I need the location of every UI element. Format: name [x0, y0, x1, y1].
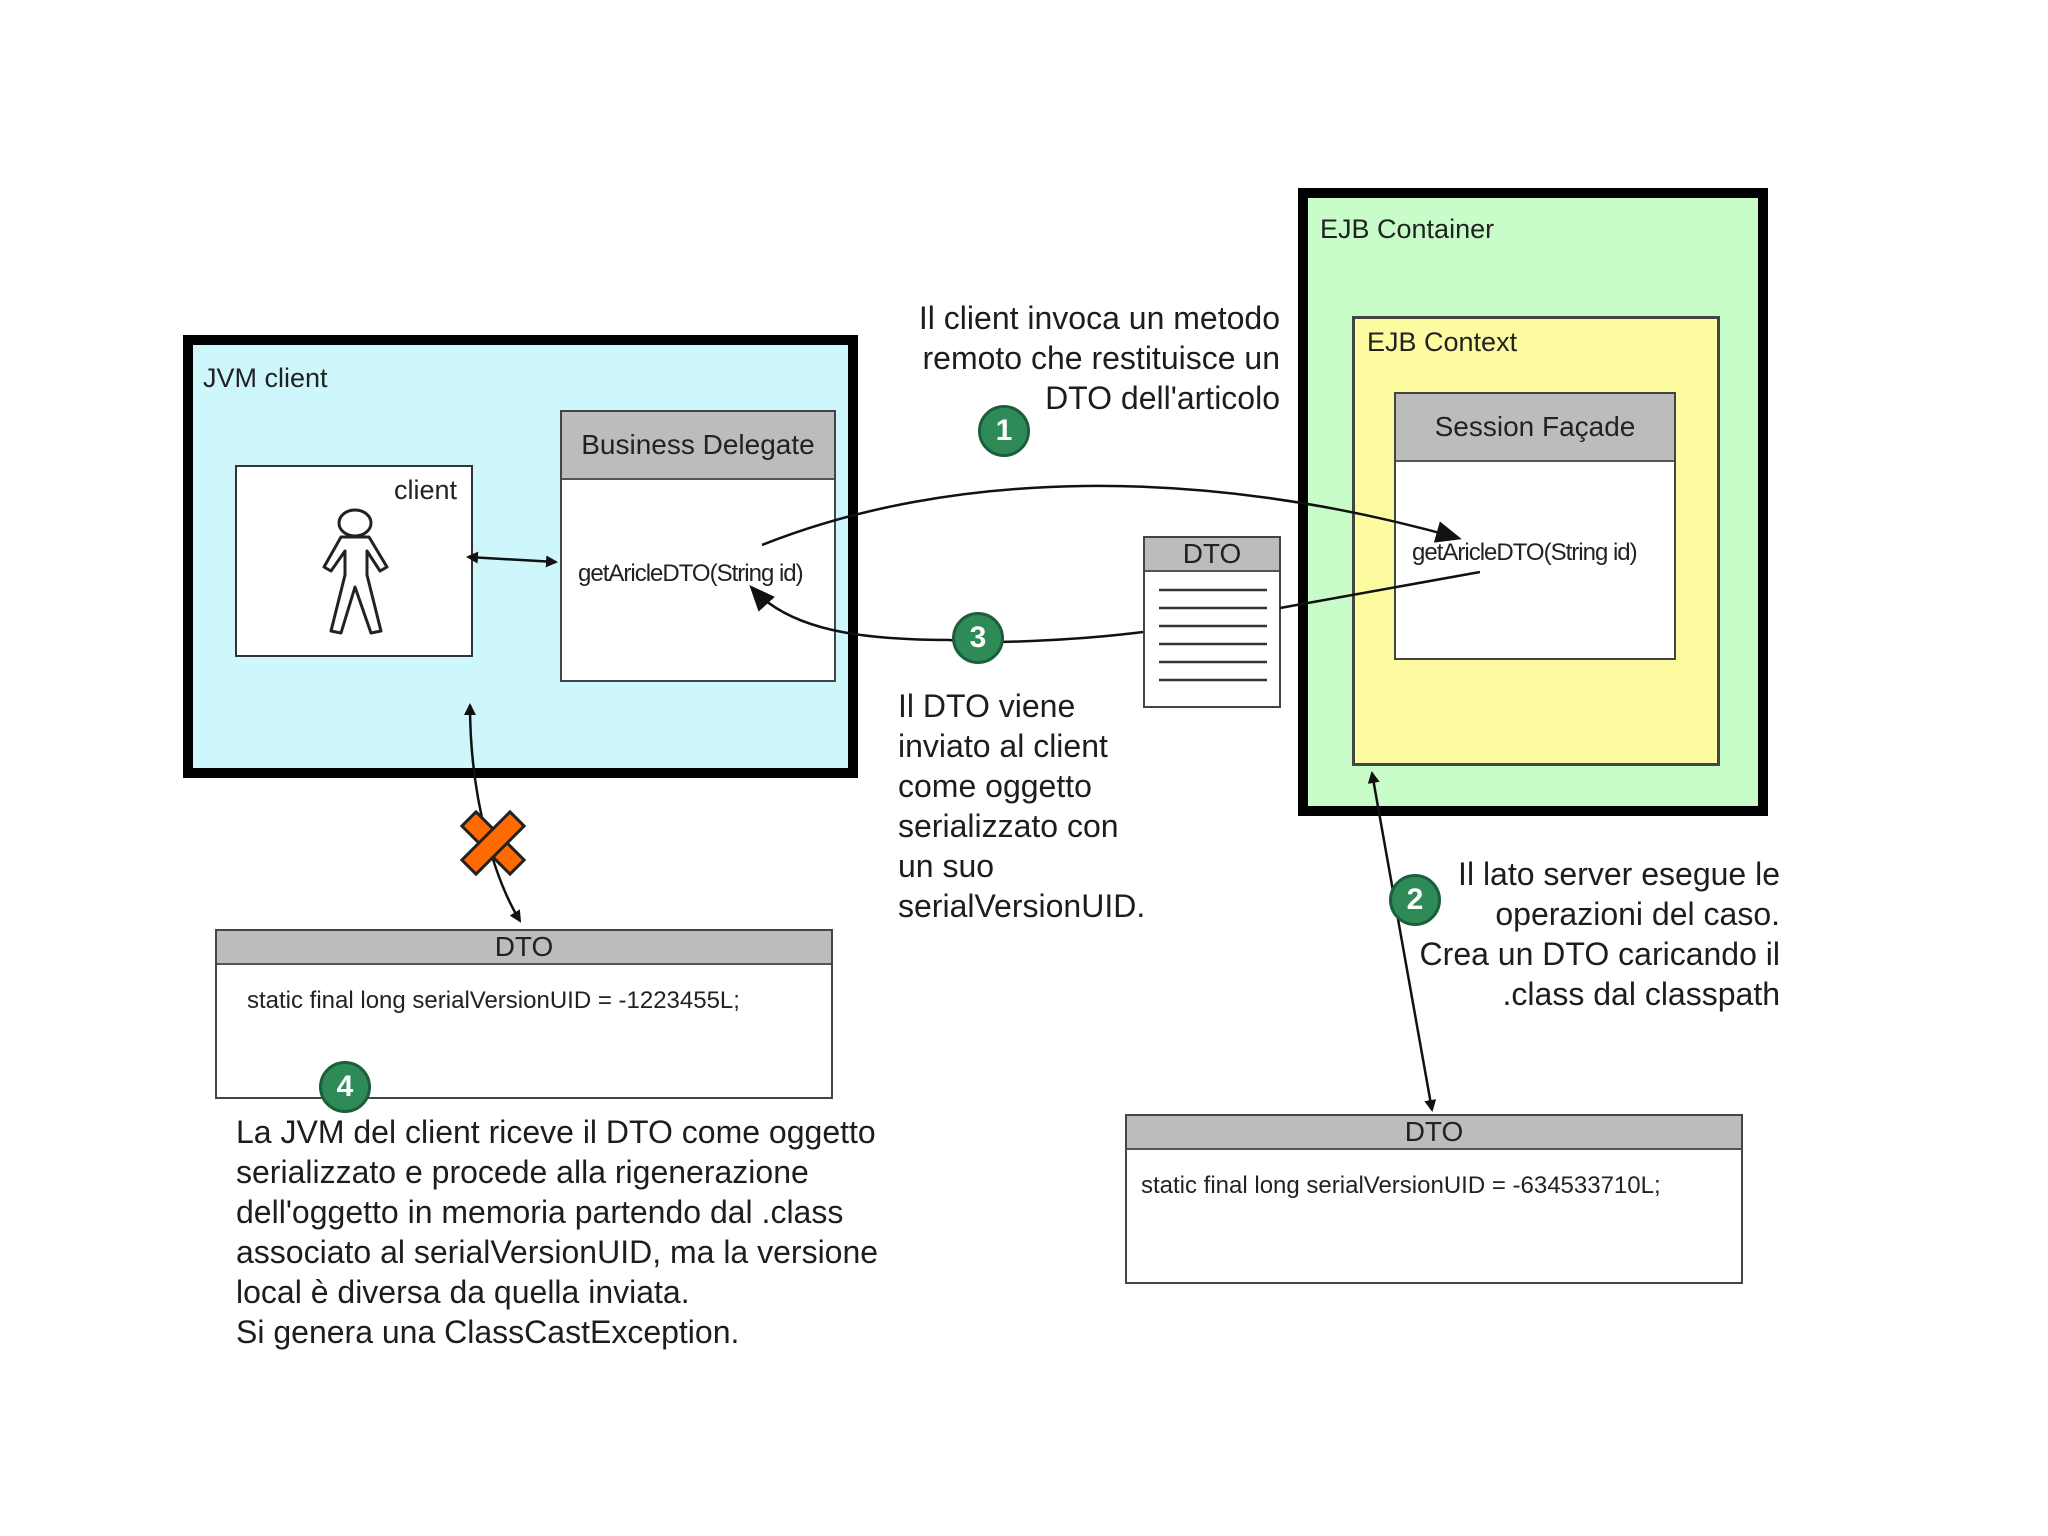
server-dto-serial-code: static final long serialVersionUID = -63…	[1141, 1172, 1661, 1199]
dto-return-arrow	[749, 585, 1144, 644]
step-1-number: 1	[995, 414, 1013, 447]
session-facade-title: Session Façade	[1434, 411, 1636, 442]
step-4-note: La JVM del client riceve il DTO come ogg…	[236, 1114, 879, 1350]
ejb-container-box: EJB Container EJB Context Session Façade…	[1298, 188, 1768, 816]
client-dto-class-header: DTO	[217, 931, 831, 965]
facade-to-dto-line	[1279, 570, 1481, 610]
business-delegate-title: Business Delegate	[581, 429, 815, 460]
error-x-icon	[459, 809, 527, 877]
step-3-badge: 3	[952, 612, 1004, 664]
session-facade-header: Session Façade	[1396, 394, 1674, 462]
business-delegate-method: getAricleDTO(String id)	[578, 560, 804, 587]
client-dto-class-box: DTO static final long serialVersionUID =…	[215, 929, 833, 1099]
document-lines-icon	[1159, 588, 1267, 682]
step-4-badge: 4	[319, 1061, 371, 1113]
transfer-dto-title: DTO	[1182, 538, 1242, 569]
step-2-number: 2	[1406, 883, 1424, 916]
jvm-client-box: JVM client client Business Delegate getA…	[183, 335, 858, 778]
business-delegate-header: Business Delegate	[562, 412, 834, 480]
remote-call-arrow	[761, 484, 1462, 547]
step-2-note: Il lato server esegue le operazioni del …	[1419, 856, 1780, 1012]
client-box: client	[235, 465, 473, 657]
transfer-dto-box: DTO	[1143, 536, 1281, 708]
step-4-number: 4	[336, 1070, 354, 1103]
client-label: client	[393, 475, 457, 505]
server-dto-class-title: DTO	[1404, 1116, 1464, 1147]
ejb-context-box: EJB Context Session Façade getAricleDTO(…	[1352, 316, 1720, 766]
transfer-dto-header: DTO	[1145, 538, 1279, 572]
client-dto-class-title: DTO	[494, 931, 554, 962]
jvm-client-title: JVM client	[203, 363, 328, 393]
server-dto-class-header: DTO	[1127, 1116, 1741, 1150]
container-classload-arrow	[1367, 771, 1437, 1112]
step-3-number: 3	[969, 621, 987, 654]
step-1-badge: 1	[978, 405, 1030, 457]
step-3-note: Il DTO viene inviato al client come ogge…	[898, 688, 1146, 924]
session-facade-method: getAricleDTO(String id)	[1412, 539, 1638, 566]
ejb-context-title: EJB Context	[1367, 327, 1518, 357]
step-1-note: Il client invoca un metodo remoto che re…	[918, 300, 1280, 416]
business-delegate-box: Business Delegate getAricleDTO(String id…	[560, 410, 836, 682]
person-icon	[322, 508, 389, 635]
session-facade-box: Session Façade getAricleDTO(String id)	[1394, 392, 1676, 660]
ejb-container-title: EJB Container	[1320, 214, 1495, 244]
step-2-badge: 2	[1389, 874, 1441, 926]
client-dto-serial-code: static final long serialVersionUID = -12…	[247, 987, 740, 1014]
client-delegate-arrow	[466, 551, 558, 568]
server-dto-class-box: DTO static final long serialVersionUID =…	[1125, 1114, 1743, 1284]
